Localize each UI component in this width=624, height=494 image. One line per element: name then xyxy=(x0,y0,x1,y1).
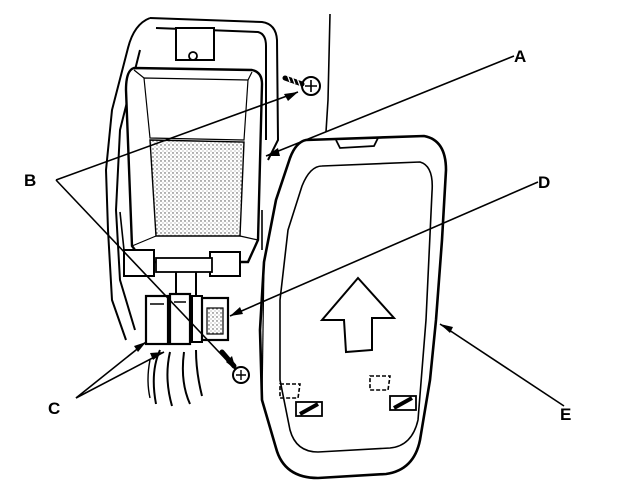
callout-b: B xyxy=(24,171,36,190)
lower-screw xyxy=(219,349,250,384)
arrowhead-b-lower xyxy=(226,356,236,370)
leader-b-lower xyxy=(55,179,237,371)
leader-a xyxy=(265,55,515,157)
leader-c-right xyxy=(75,351,165,399)
leader-e xyxy=(439,323,565,407)
leader-b-upper xyxy=(55,91,299,181)
leader-d xyxy=(229,181,539,317)
callout-labels: A B C D E xyxy=(24,47,571,424)
connector-d xyxy=(200,296,230,342)
arrowhead-c-left xyxy=(134,342,146,352)
arrowhead-d xyxy=(230,307,243,316)
leader-lines xyxy=(55,55,565,407)
callout-c: C xyxy=(48,399,60,418)
tab-hole xyxy=(188,51,198,61)
callout-d: D xyxy=(538,173,550,192)
control-module xyxy=(119,27,264,277)
arrowhead-e xyxy=(440,324,453,333)
arrowhead-a xyxy=(266,148,280,156)
arrowheads xyxy=(134,92,453,370)
arrowhead-b-upper xyxy=(284,92,298,101)
callout-a: A xyxy=(514,47,526,66)
callout-e: E xyxy=(560,405,571,424)
harness-connectors xyxy=(144,292,203,346)
wiring-harness xyxy=(147,272,203,407)
leader-c-left xyxy=(75,341,147,399)
arrowhead-c-right xyxy=(150,352,164,360)
upper-screw xyxy=(282,73,321,96)
cover-panel xyxy=(258,134,448,480)
